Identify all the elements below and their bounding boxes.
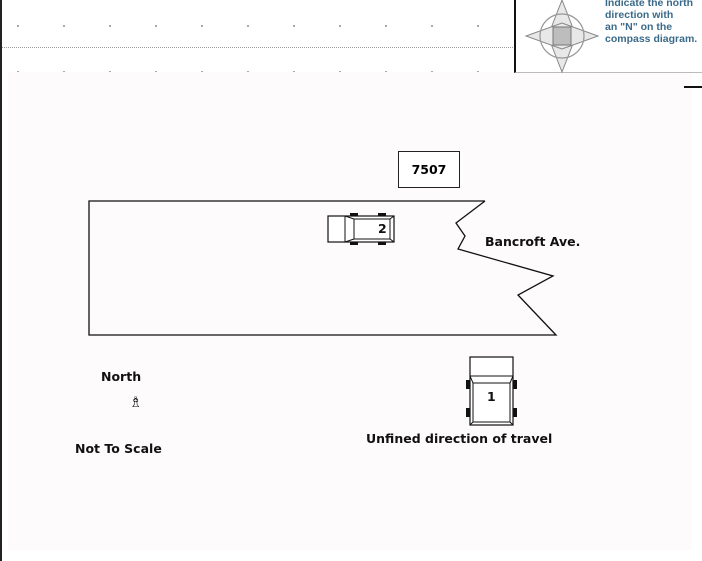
left-border [0, 0, 2, 561]
north-arrow-icon[interactable]: ♗ [129, 393, 143, 411]
vehicle-2-number: 2 [378, 221, 387, 236]
address-box[interactable]: 7507 [398, 151, 460, 188]
compass-line-2: direction with [605, 9, 674, 21]
travel-note[interactable]: Unfined direction of travel [366, 431, 553, 446]
north-label[interactable]: North [101, 369, 142, 384]
diagram-canvas[interactable] [8, 72, 692, 550]
compass-icon[interactable] [520, 0, 604, 78]
compass-line-1: Indicate the north [605, 0, 694, 9]
compass-line-3: an "N" on the [605, 21, 673, 33]
scale-note[interactable]: Not To Scale [75, 441, 162, 456]
vehicle-2[interactable] [327, 213, 395, 245]
vehicle-1-number: 1 [487, 389, 496, 404]
compass-instructions: Indicate the north direction with an "N"… [605, 0, 702, 45]
road-outline [88, 200, 558, 336]
compass-line-4: compass diagram. [605, 33, 698, 45]
street-label[interactable]: Bancroft Ave. [485, 234, 581, 249]
grid-divider [0, 47, 515, 48]
edge-marker [684, 86, 702, 88]
vehicle-1[interactable] [466, 356, 517, 426]
